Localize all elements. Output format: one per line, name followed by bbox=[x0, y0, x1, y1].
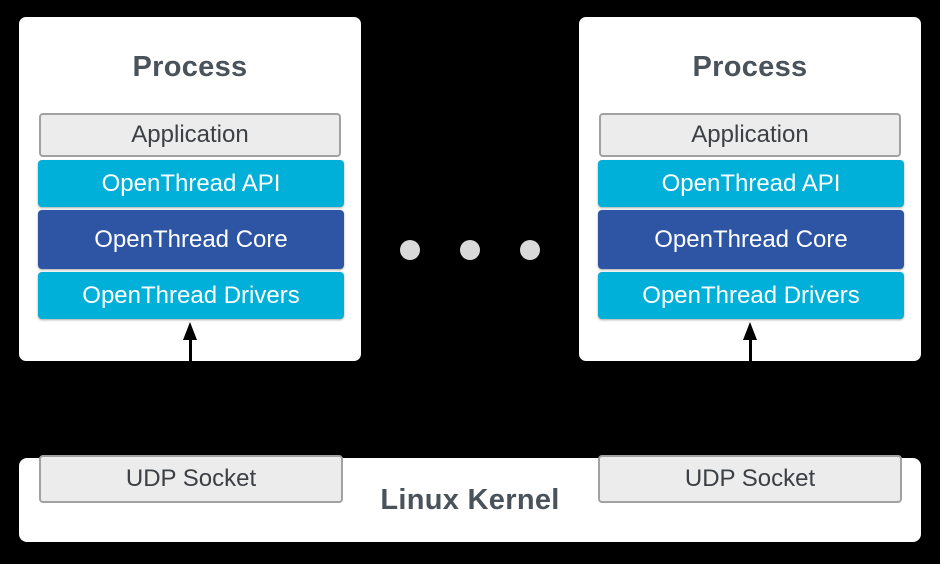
layer-openthread-core: OpenThread Core bbox=[598, 210, 904, 269]
ellipsis-dot bbox=[400, 240, 420, 260]
layer-openthread-core: OpenThread Core bbox=[38, 210, 344, 269]
process-title: Process bbox=[692, 51, 808, 83]
arrow-line bbox=[748, 340, 752, 361]
layer-openthread-drivers: OpenThread Drivers bbox=[38, 272, 344, 319]
layer-application: Application bbox=[599, 113, 901, 157]
process-title: Process bbox=[132, 51, 248, 83]
udp-socket-right: UDP Socket bbox=[598, 455, 902, 503]
arrow-head bbox=[183, 322, 197, 340]
layer-openthread-api: OpenThread API bbox=[38, 160, 344, 207]
layer-openthread-api: OpenThread API bbox=[598, 160, 904, 207]
up-arrow-icon bbox=[183, 322, 197, 361]
ellipsis-dot bbox=[520, 240, 540, 260]
up-arrow-icon bbox=[743, 322, 757, 361]
arrow-head bbox=[743, 322, 757, 340]
arrow-line bbox=[188, 340, 192, 361]
layer-openthread-drivers: OpenThread Drivers bbox=[598, 272, 904, 319]
ellipsis-dots bbox=[400, 240, 540, 260]
layer-application: Application bbox=[39, 113, 341, 157]
process-card-left: Process Application OpenThread API OpenT… bbox=[19, 17, 361, 361]
ellipsis-dot bbox=[460, 240, 480, 260]
process-card-right: Process Application OpenThread API OpenT… bbox=[579, 17, 921, 361]
udp-socket-left: UDP Socket bbox=[39, 455, 343, 503]
linux-kernel-label: Linux Kernel bbox=[380, 483, 560, 516]
